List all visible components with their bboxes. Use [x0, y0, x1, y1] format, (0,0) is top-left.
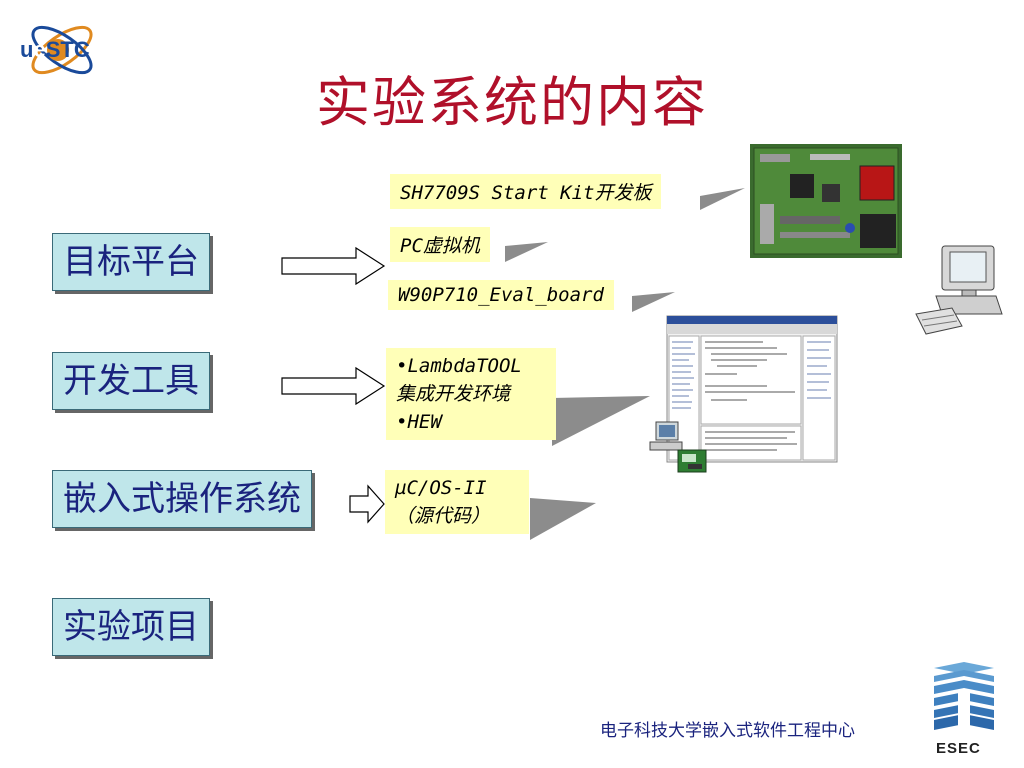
uestc-logo: ueSTC	[14, 14, 104, 84]
pc-board-icon	[649, 421, 707, 473]
dev-board-image	[750, 144, 902, 258]
category-experiment-projects: 实验项目	[52, 598, 210, 656]
ide-screenshot-image	[666, 315, 838, 463]
note-dev-tools: •LambdaTOOL 集成开发环境 •HEW	[386, 348, 556, 440]
esec-logo-icon	[934, 662, 994, 730]
note-ucos-source: （源代码）	[395, 505, 491, 527]
note-pc-vm: PC虚拟机	[390, 227, 490, 262]
category-dev-tools: 开发工具	[52, 352, 210, 410]
computer-icon	[915, 245, 1003, 335]
slide-title: 实验系统的内容	[316, 71, 708, 134]
footer-organization: 电子科技大学嵌入式软件工程中心	[600, 721, 855, 741]
arrow-os-icon	[349, 484, 385, 524]
arrow-platform-icon	[281, 246, 386, 286]
logo-e: e	[33, 37, 46, 62]
note-sh7709s: SH7709S Start Kit开发板	[390, 174, 662, 209]
note-tools-ide: 集成开发环境	[396, 383, 511, 405]
logo-stc: STC	[45, 37, 90, 62]
note-w90p710: W90P710_Eval_board	[388, 280, 614, 310]
esec-logo-text: ESEC	[936, 740, 981, 757]
arrow-tools-icon	[281, 366, 386, 406]
note-ucos: µC/OS-II （源代码）	[385, 470, 529, 534]
category-embedded-os: 嵌入式操作系统	[52, 470, 312, 528]
logo-u: u	[20, 37, 34, 62]
note-tools-lambdatool: •LambdaTOOL	[396, 355, 522, 377]
note-ucos-name: µC/OS-II	[395, 477, 487, 499]
note-tools-hew: •HEW	[396, 411, 442, 433]
uestc-logo-orbits	[31, 25, 93, 75]
category-target-platform: 目标平台	[52, 233, 210, 291]
